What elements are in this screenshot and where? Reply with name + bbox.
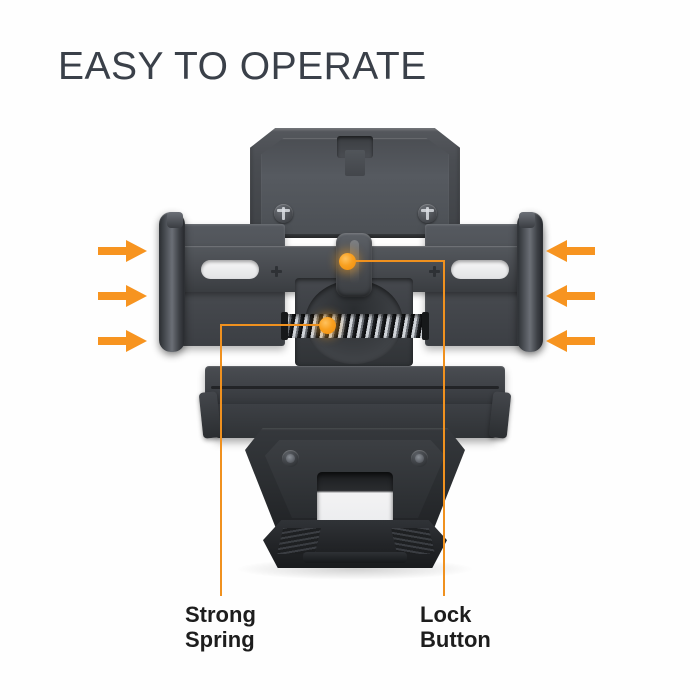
coil-spring-cap-right [422, 312, 429, 340]
product-image-phone-holder [145, 128, 565, 580]
arrows-left-group [98, 238, 158, 356]
holder-foot-ribs-right [391, 528, 435, 554]
callout-line-lock-button-horizontal [350, 260, 445, 262]
arrow-right-icon [98, 285, 147, 307]
holder-foot-ribs-left [277, 528, 321, 554]
callout-marker-strong-spring [319, 317, 336, 334]
screw-icon [418, 204, 437, 223]
callout-label-strong-spring: Strong Spring [185, 602, 256, 652]
cross-screw-icon [429, 266, 440, 277]
holder-grip-pad-left [159, 212, 185, 352]
holder-top-notch-lower [345, 150, 365, 176]
callout-label-lock-button-line1: Lock [420, 602, 472, 627]
coil-spring [285, 314, 425, 338]
arrows-right-group [545, 238, 605, 356]
screw-icon [411, 450, 428, 467]
holder-grip-pad-right [517, 212, 543, 352]
callout-label-lock-button: Lock Button [420, 602, 491, 652]
arrow-right-icon [98, 330, 147, 352]
holder-slot-left [201, 260, 259, 279]
cross-screw-icon [271, 266, 282, 277]
callout-label-strong-spring-line2: Spring [185, 626, 255, 652]
arrow-left-icon [546, 330, 595, 352]
holder-mid-groove [211, 386, 499, 389]
callout-line-strong-spring-vertical [220, 324, 222, 596]
holder-grip-hook-right [519, 212, 535, 228]
callout-line-strong-spring-horizontal [220, 324, 330, 326]
arrow-left-icon [546, 240, 595, 262]
holder-side-tab-right [488, 391, 512, 439]
callout-label-lock-button-line2: Button [420, 626, 491, 652]
callout-label-strong-spring-line1: Strong [185, 602, 256, 627]
holder-mid-deck [205, 366, 505, 408]
screw-icon [282, 450, 299, 467]
holder-slot-right [451, 260, 509, 279]
callout-marker-lock-button [339, 253, 356, 270]
holder-foot-lip [303, 552, 407, 563]
holder-grip-hook-left [167, 212, 183, 228]
arrow-left-icon [546, 285, 595, 307]
arrow-right-icon [98, 240, 147, 262]
callout-line-lock-button-vertical [443, 260, 445, 596]
screw-icon [274, 204, 293, 223]
page-title: EASY TO OPERATE [58, 45, 427, 88]
coil-spring-cap-left [281, 312, 288, 340]
